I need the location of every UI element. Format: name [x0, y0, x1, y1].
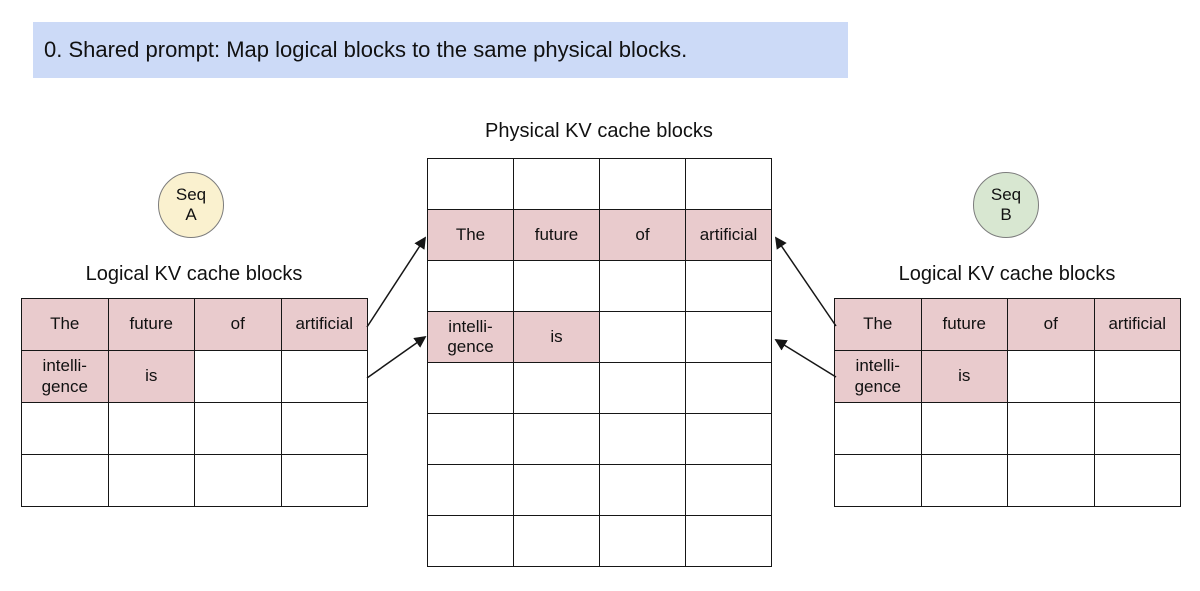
- seq-a-label-line1: Seq: [175, 185, 207, 204]
- seq-a-badge: Seq A: [158, 172, 224, 238]
- seq-b-badge: Seq B: [973, 172, 1039, 238]
- kv-cell-future: future: [920, 298, 1008, 351]
- kv-cell-is: is: [920, 350, 1008, 403]
- kv-cell-empty: [685, 464, 772, 516]
- kv-cell-the: The: [834, 298, 922, 351]
- kv-cell-future: future: [107, 298, 195, 351]
- kv-cell-empty: [280, 402, 368, 455]
- kv-cell-empty: [280, 350, 368, 403]
- seq-b-label-line1: Seq: [990, 185, 1022, 204]
- seq-a-logical-table-title: Logical KV cache blocks: [85, 263, 303, 285]
- kv-cell-empty: [920, 454, 1008, 507]
- kv-cell-empty: [834, 454, 922, 507]
- kv-cell-empty: [194, 402, 282, 455]
- seq-b-label-line2: B: [1000, 205, 1012, 224]
- kv-cell-artificial: artificial: [685, 209, 772, 261]
- seq-a-label-line2: A: [185, 205, 197, 224]
- kv-cell-empty: [21, 402, 109, 455]
- kv-cell-empty: [1093, 402, 1181, 455]
- kv-cell-empty: [513, 362, 600, 414]
- table-row: [427, 260, 772, 312]
- kv-cell-empty: [599, 464, 686, 516]
- arrow-seq-a-logical-row-2-to-physical-row-4: [366, 335, 427, 379]
- kv-cell-intelli-gence: intelli- gence: [834, 350, 922, 403]
- table-row: [427, 464, 772, 516]
- kv-cell-empty: [427, 464, 514, 516]
- kv-cell-intelli-gence: intelli- gence: [427, 311, 514, 363]
- kv-cell-empty: [194, 454, 282, 507]
- kv-cell-empty: [920, 402, 1008, 455]
- kv-cell-empty: [685, 158, 772, 210]
- physical-table-title: Physical KV cache blocks: [485, 120, 713, 142]
- table-row: [21, 454, 368, 507]
- kv-cell-empty: [427, 260, 514, 312]
- kv-cell-empty: [513, 413, 600, 465]
- kv-cell-empty: [1007, 402, 1095, 455]
- kv-cell-intelli-gence: intelli- gence: [21, 350, 109, 403]
- kv-cell-of: of: [599, 209, 686, 261]
- kv-cell-empty: [107, 454, 195, 507]
- kv-cell-empty: [599, 311, 686, 363]
- table-row: [427, 158, 772, 210]
- kv-cell-artificial: artificial: [1093, 298, 1181, 351]
- kv-cell-empty: [427, 158, 514, 210]
- kv-cell-is: is: [107, 350, 195, 403]
- kv-cell-the: The: [21, 298, 109, 351]
- kv-cell-artificial: artificial: [280, 298, 368, 351]
- kv-cell-empty: [1093, 350, 1181, 403]
- kv-cell-the: The: [427, 209, 514, 261]
- kv-cell-empty: [513, 260, 600, 312]
- kv-cell-empty: [107, 402, 195, 455]
- kv-cell-future: future: [513, 209, 600, 261]
- table-row: [427, 362, 772, 414]
- kv-cell-empty: [599, 362, 686, 414]
- kv-cell-empty: [427, 413, 514, 465]
- arrow-seq-a-logical-row-1-to-physical-row-2: [366, 236, 426, 328]
- kv-cell-empty: [685, 362, 772, 414]
- kv-cell-empty: [599, 515, 686, 567]
- kv-cell-empty: [513, 464, 600, 516]
- kv-cell-of: of: [194, 298, 282, 351]
- kv-cell-empty: [280, 454, 368, 507]
- kv-cell-empty: [599, 158, 686, 210]
- kv-cell-empty: [599, 260, 686, 312]
- kv-cell-empty: [685, 413, 772, 465]
- table-row: [427, 413, 772, 465]
- kv-cell-empty: [513, 158, 600, 210]
- kv-cell-empty: [1007, 454, 1095, 507]
- arrow-seq-b-logical-row-2-to-physical-row-4: [774, 339, 837, 378]
- table-row: [427, 515, 772, 567]
- kv-cell-empty: [685, 260, 772, 312]
- arrow-seq-b-logical-row-1-to-physical-row-2: [774, 236, 837, 327]
- table-row: [834, 402, 1181, 455]
- kv-cell-empty: [21, 454, 109, 507]
- kv-cell-empty: [427, 362, 514, 414]
- kv-cell-empty: [599, 413, 686, 465]
- table-row: [834, 454, 1181, 507]
- kv-cell-empty: [685, 515, 772, 567]
- table-row: [21, 402, 368, 455]
- kv-cell-empty: [1093, 454, 1181, 507]
- kv-cell-empty: [834, 402, 922, 455]
- kv-cell-of: of: [1007, 298, 1095, 351]
- kv-cell-empty: [1007, 350, 1095, 403]
- kv-cell-is: is: [513, 311, 600, 363]
- kv-cell-empty: [427, 515, 514, 567]
- kv-cell-empty: [513, 515, 600, 567]
- kv-cell-empty: [685, 311, 772, 363]
- seq-b-logical-table-title: Logical KV cache blocks: [898, 263, 1116, 285]
- step-banner: 0. Shared prompt: Map logical blocks to …: [33, 22, 848, 78]
- kv-cell-empty: [194, 350, 282, 403]
